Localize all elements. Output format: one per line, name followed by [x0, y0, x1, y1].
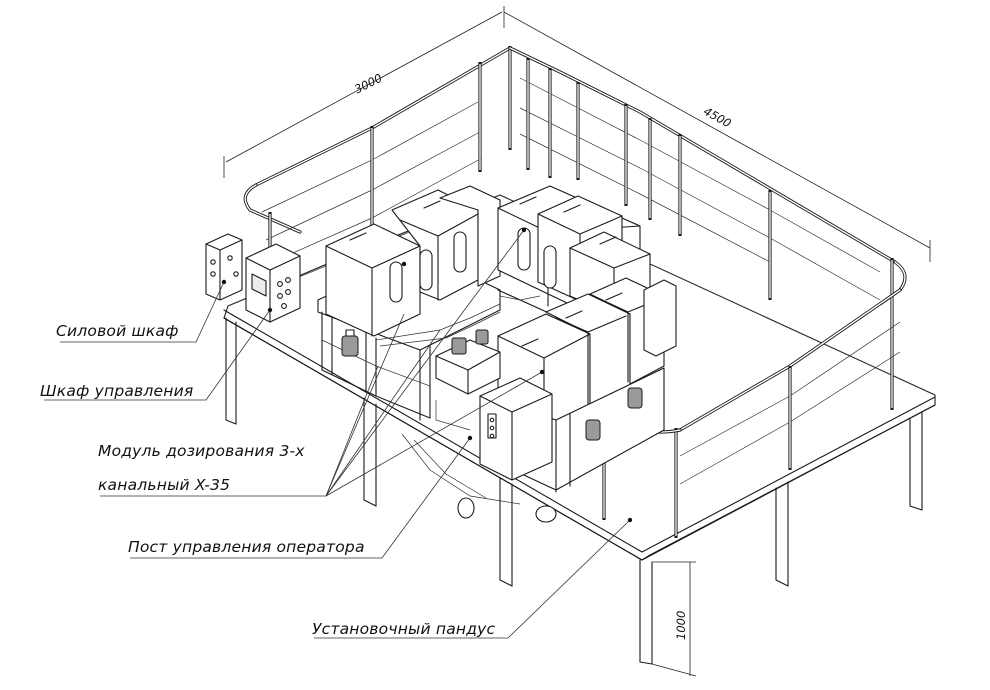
- label-control-cabinet: Шкаф управления: [40, 382, 194, 400]
- label-power-cabinet: Силовой шкаф: [56, 322, 179, 340]
- label-dosing-module-line2: канальный X-35: [98, 476, 231, 494]
- dimension-1000: [651, 561, 697, 677]
- ramp-underside: [401, 400, 557, 523]
- operator-station: [479, 377, 553, 481]
- dimension-4500: [503, 11, 931, 262]
- control-cabinet: [245, 243, 301, 323]
- label-operator-station: Пост управления оператора: [128, 538, 365, 556]
- power-cabinet: [205, 233, 243, 301]
- label-dosing-module-line1: Модуль дозирования 3-х: [98, 442, 305, 460]
- dimension-height-text: 1000: [674, 610, 688, 640]
- dosing-module-left: [317, 185, 501, 421]
- central-mixer: [375, 295, 541, 395]
- platform-legs: [225, 317, 923, 665]
- railing-back-right: [508, 46, 907, 410]
- leader-lines: [44, 227, 633, 639]
- label-ramp: Установочный пандус: [312, 620, 496, 638]
- dimension-3000: [223, 6, 505, 178]
